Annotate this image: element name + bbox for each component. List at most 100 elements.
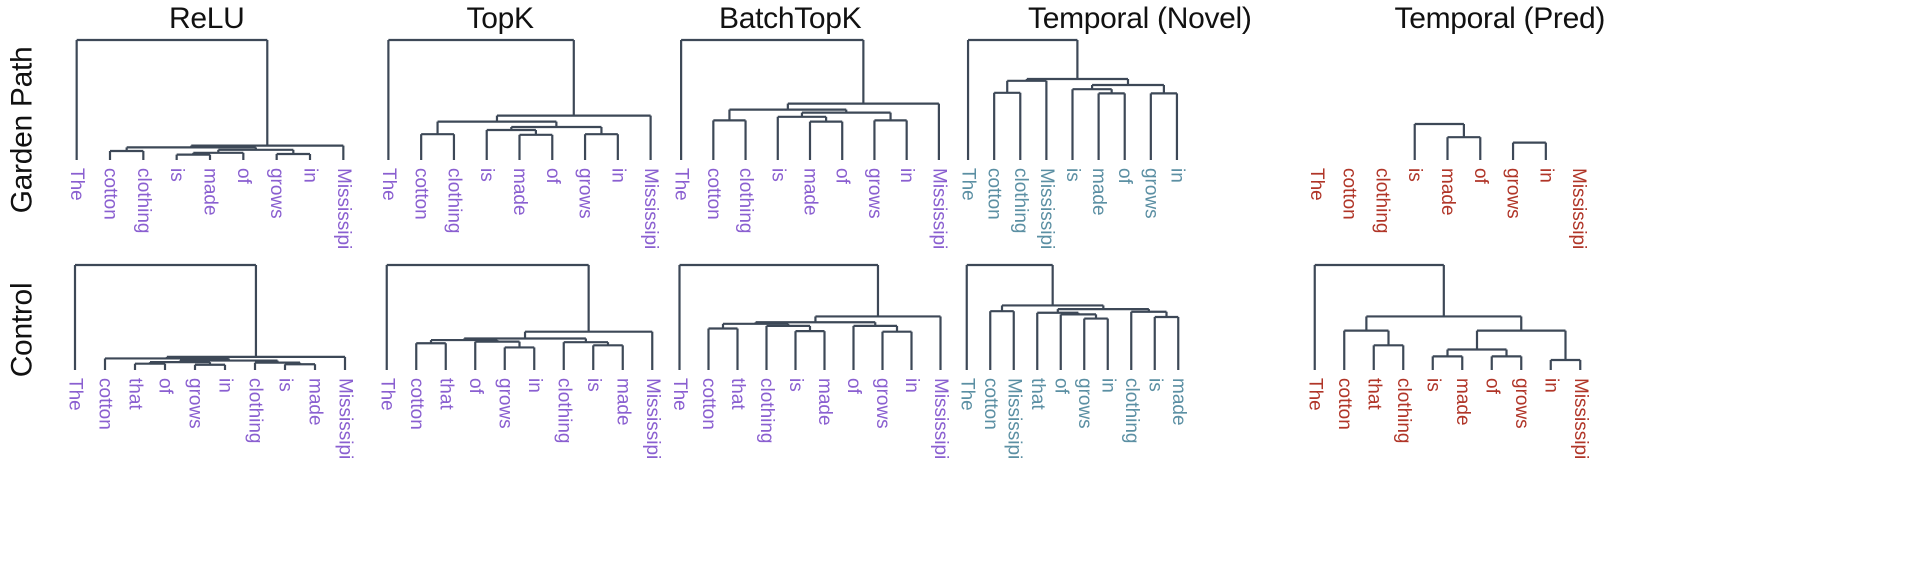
leaf-label: The <box>958 168 979 201</box>
leaf-label: clothing <box>443 168 464 234</box>
leaf-label: cotton <box>406 378 427 430</box>
leaf-label: clothing <box>553 378 574 444</box>
leaf-label: cotton <box>411 168 432 220</box>
leaf-label: Mississipi <box>1003 378 1024 459</box>
dendrogram-links <box>1313 263 1582 370</box>
leaf-label: grows <box>1511 378 1532 429</box>
leaf-label: in <box>524 378 545 393</box>
leaf-label: clothing <box>1371 168 1392 234</box>
leaf-label: cotton <box>984 168 1005 220</box>
leaf-label: of <box>465 378 486 395</box>
leaf-label: clothing <box>1010 168 1031 234</box>
column-title-temporal-pred: Temporal (Pred) <box>1394 2 1606 35</box>
leaf-label: made <box>800 168 821 216</box>
leaf-label: that <box>727 378 748 410</box>
row-title-control: Control <box>4 282 38 378</box>
leaf-label: that <box>125 378 146 410</box>
leaf-label: of <box>843 378 864 395</box>
leaf-label: clothing <box>735 168 756 234</box>
leaf-label: of <box>1050 378 1071 395</box>
leaf-label: that <box>1363 378 1384 410</box>
leaf-label: Mississipi <box>1570 378 1591 459</box>
leaf-label: made <box>509 168 530 216</box>
leaf-label: Mississipi <box>642 378 663 459</box>
leaf-label: grows <box>872 378 893 429</box>
leaf-label: that <box>435 378 456 410</box>
leaf-label: is <box>476 168 497 182</box>
column-title-batchtopk: BatchTopK <box>719 2 862 35</box>
leaf-label: Mississipi <box>335 378 356 459</box>
leaf-label: of <box>233 168 254 185</box>
dendrogram-links <box>387 38 652 160</box>
leaf-label: is <box>1144 378 1165 392</box>
leaf-label: The <box>671 168 692 201</box>
leaf-label: grows <box>1140 168 1161 219</box>
leaf-label: cotton <box>980 378 1001 430</box>
row-title-garden-path: Garden Path <box>4 46 38 214</box>
leaf-label: grows <box>185 378 206 429</box>
leaf-label: grows <box>864 168 885 219</box>
dendrogram-links <box>966 38 1179 160</box>
leaf-label: Mississipi <box>640 168 661 249</box>
leaf-label: clothing <box>133 168 154 234</box>
leaf-label: cotton <box>698 378 719 430</box>
leaf-label: Mississipi <box>928 168 949 249</box>
leaf-label: clothing <box>1393 378 1414 444</box>
leaf-label: in <box>1166 168 1187 183</box>
leaf-label: clothing <box>245 378 266 444</box>
leaf-label: The <box>65 378 86 411</box>
leaf-label: made <box>1088 168 1109 216</box>
leaf-label: The <box>378 168 399 201</box>
leaf-label: in <box>300 168 321 183</box>
leaf-label: is <box>583 378 604 392</box>
leaf-label: Mississipi <box>930 378 951 459</box>
leaf-label: of <box>155 378 176 395</box>
leaf-label: in <box>1535 168 1556 183</box>
dendrogram-links <box>965 263 1180 370</box>
leaf-label: grows <box>494 378 515 429</box>
leaf-label: Mississipi <box>1036 168 1057 249</box>
leaf-label: is <box>1422 378 1443 392</box>
leaf-label: in <box>1097 378 1118 393</box>
column-title-topk: TopK <box>466 2 534 35</box>
leaf-label: in <box>1540 378 1561 393</box>
dendrogram-links <box>385 263 654 370</box>
leaf-label: is <box>275 378 296 392</box>
leaf-label: of <box>1114 168 1135 185</box>
leaf-label: The <box>669 378 690 411</box>
leaf-label: grows <box>1074 378 1095 429</box>
leaf-label: in <box>607 168 628 183</box>
leaf-label: in <box>896 168 917 183</box>
column-title-relu: ReLU <box>169 2 245 35</box>
dendrogram-links <box>73 263 347 370</box>
leaf-label: is <box>1404 168 1425 182</box>
leaf-label: of <box>1470 168 1491 185</box>
leaf-label: is <box>1062 168 1083 182</box>
leaf-label: in <box>901 378 922 393</box>
dendrogram-links <box>1413 122 1547 160</box>
column-title-temporal-novel: Temporal (Novel) <box>1028 2 1252 35</box>
leaf-label: The <box>376 378 397 411</box>
leaf-label: is <box>166 168 187 182</box>
